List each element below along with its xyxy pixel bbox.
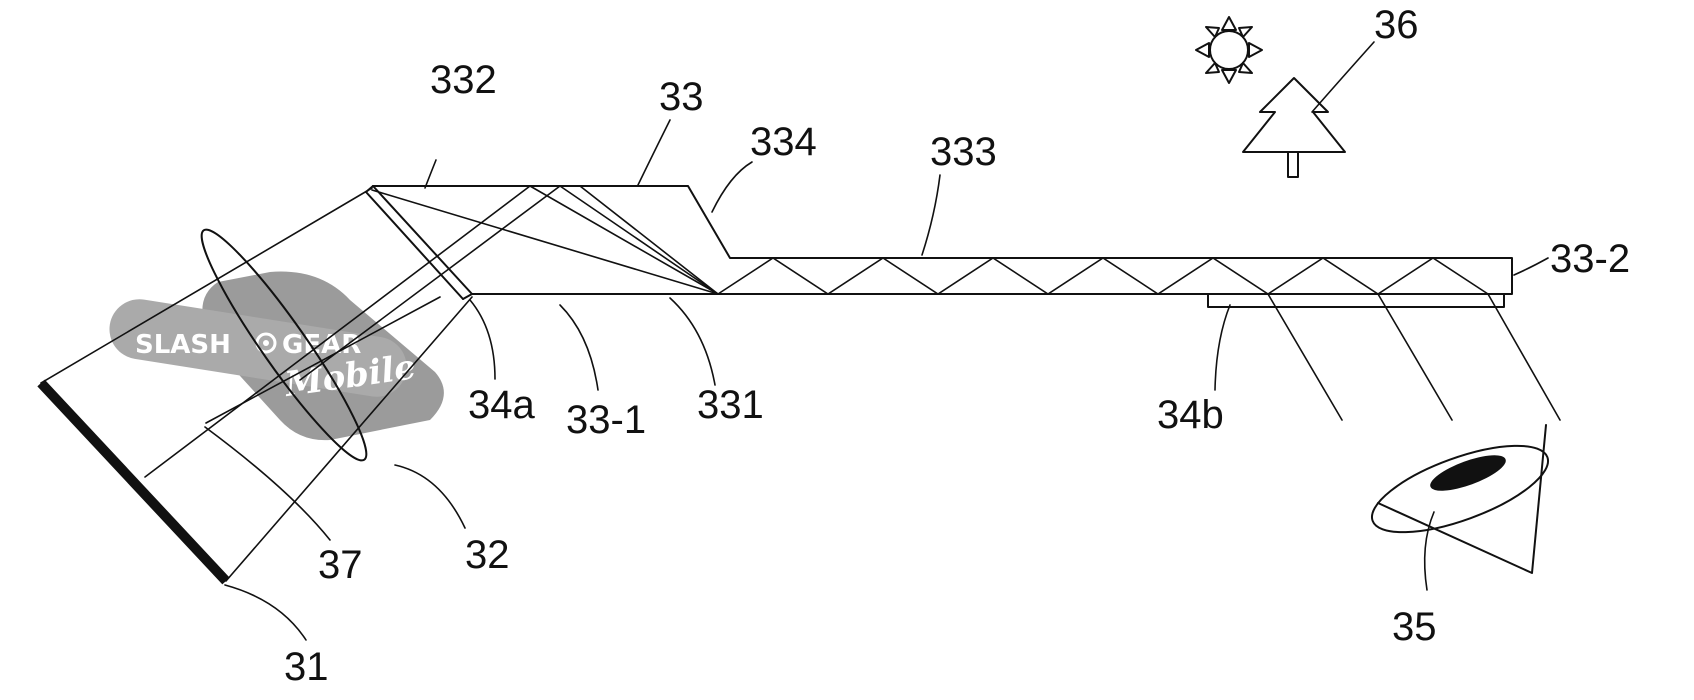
- slashgear-watermark: SLASH GEAR Mobile: [109, 271, 444, 441]
- display-panel-31: [37, 379, 230, 585]
- label-33-1: 33-1: [566, 398, 646, 442]
- label-35: 35: [1392, 605, 1437, 649]
- label-333: 333: [930, 130, 997, 174]
- reference-labels: 332 33 334 333 36 33-2 34a 33-1 331 34b …: [284, 3, 1630, 689]
- watermark-logo-dot-icon: [263, 340, 269, 346]
- coupler-34a: [365, 191, 464, 300]
- sun-icon: [1195, 16, 1263, 84]
- label-36: 36: [1374, 3, 1419, 47]
- exit-rays: [1267, 293, 1561, 421]
- label-37: 37: [318, 543, 363, 587]
- label-32: 32: [465, 533, 510, 577]
- label-34a: 34a: [468, 383, 535, 427]
- label-334: 334: [750, 120, 817, 164]
- label-34b: 34b: [1157, 393, 1224, 437]
- light-rays-37: [40, 185, 561, 582]
- coupler-34b: [1207, 293, 1505, 308]
- eye-35: [1370, 424, 1550, 574]
- internal-reflection-rays: [371, 185, 1489, 295]
- label-33: 33: [659, 75, 704, 119]
- label-332: 332: [430, 58, 497, 102]
- label-331: 331: [697, 383, 764, 427]
- label-33-2: 33-2: [1550, 237, 1630, 281]
- leader-lines: [204, 41, 1549, 641]
- label-31: 31: [284, 645, 329, 689]
- lens-32: [200, 228, 368, 462]
- tree-icon: [1242, 77, 1346, 178]
- watermark-brand-left: SLASH: [135, 330, 231, 360]
- pupil: [1430, 455, 1506, 491]
